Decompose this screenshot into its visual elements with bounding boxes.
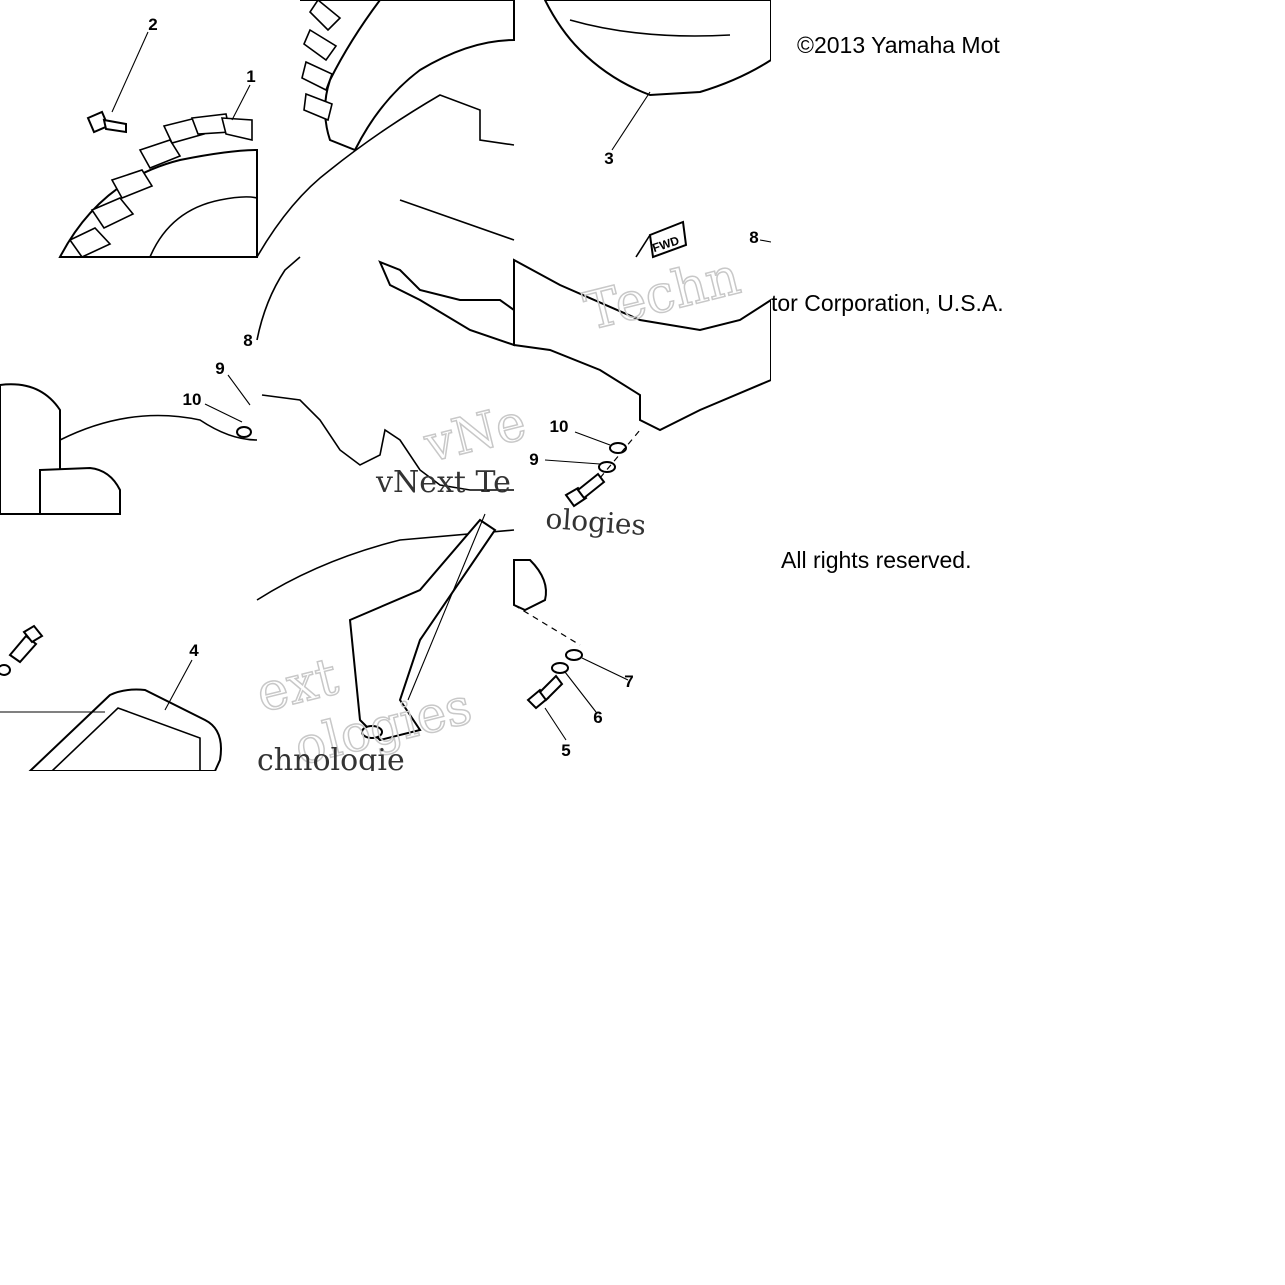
callout-2: 2: [148, 15, 157, 34]
leader-2: [111, 31, 149, 113]
callout-3: 3: [604, 149, 613, 168]
leader-8-right: [759, 239, 772, 243]
watermark-vnext-te: vNext Te: [375, 465, 511, 500]
tile-housing-right: [513, 258, 772, 508]
leader-6: [564, 671, 597, 713]
base-plate-edge: [261, 394, 514, 491]
callout-10-left: 10: [183, 390, 202, 409]
callout-7: 7: [624, 672, 633, 691]
leader-3: [611, 91, 651, 151]
callout-10-right: 10: [550, 417, 569, 436]
screw-axis: [513, 604, 581, 646]
leader-10-left: [204, 403, 243, 423]
cover-4: [27, 688, 222, 772]
cover-4-inner: [51, 707, 201, 772]
tile-flywheel-top-left: [58, 31, 258, 259]
tile-fasteners-lower-right: [513, 559, 629, 741]
washer-9-right: [598, 461, 616, 473]
bracket-foot: [361, 725, 383, 739]
washer-6: [551, 662, 569, 674]
bolt-right: [564, 472, 606, 508]
leader-4: [164, 659, 193, 711]
fan-shroud-upper: [300, 0, 515, 152]
washer-7: [565, 649, 583, 661]
callout-5: 5: [561, 741, 570, 760]
housing-bracket: [378, 260, 515, 347]
washer-lower-left: [0, 664, 11, 676]
leader-5: [544, 707, 567, 741]
callout-8-right: 8: [749, 228, 758, 247]
callout-1: 1: [246, 67, 255, 86]
callout-9-left: 9: [215, 359, 224, 378]
shroud-3: [543, 0, 772, 97]
fwd-badge: [635, 220, 688, 259]
callout-9-right: 9: [529, 450, 538, 469]
shroud-3-fold: [569, 19, 731, 37]
housing-fold: [399, 199, 515, 241]
copyright-line-1: ©2013 Yamaha Mot: [797, 32, 1000, 58]
housing-edge: [256, 94, 515, 258]
tile-fan-top-center: [256, 0, 515, 258]
tile-shroud-top-right: [543, 0, 772, 259]
tile-cover-bottom-left: [0, 624, 222, 772]
flywheel-inner-ring: [149, 196, 258, 258]
tile-lower-center: [256, 513, 515, 742]
callout-4: 4: [189, 641, 199, 660]
watermark-vne: vNe: [418, 393, 532, 474]
copyright-line-3: All rights reserved.: [781, 547, 972, 573]
bolt-2: [86, 110, 127, 134]
copyright-line-2: tor Corporation, U.S.A.: [771, 290, 1004, 316]
callout-8-left: 8: [243, 331, 252, 350]
leader-1: [231, 84, 251, 121]
flywheel-outline: [58, 148, 258, 258]
clip-lower: [513, 559, 547, 612]
ring-arc: [256, 256, 301, 341]
washer-left: [236, 426, 252, 438]
housing-plate-edge: [59, 414, 258, 441]
leader-9-right: [544, 459, 601, 465]
leader-10-right: [574, 431, 611, 446]
bracket-left: [39, 466, 121, 515]
bracket-strut: [407, 513, 486, 701]
callout-6: 6: [593, 708, 602, 727]
watermark-ologies-dark: ologies: [545, 502, 648, 542]
cooling-fins: [68, 113, 253, 259]
housing-right: [513, 258, 772, 432]
tile-fan-middle-left: [0, 374, 258, 515]
screw-5: [526, 674, 564, 710]
bolt-lower-left: [8, 624, 44, 664]
lower-housing-edge: [256, 529, 515, 601]
leader-7: [581, 657, 629, 681]
washer-10-right: [609, 442, 627, 454]
leader-9-left: [227, 374, 251, 406]
